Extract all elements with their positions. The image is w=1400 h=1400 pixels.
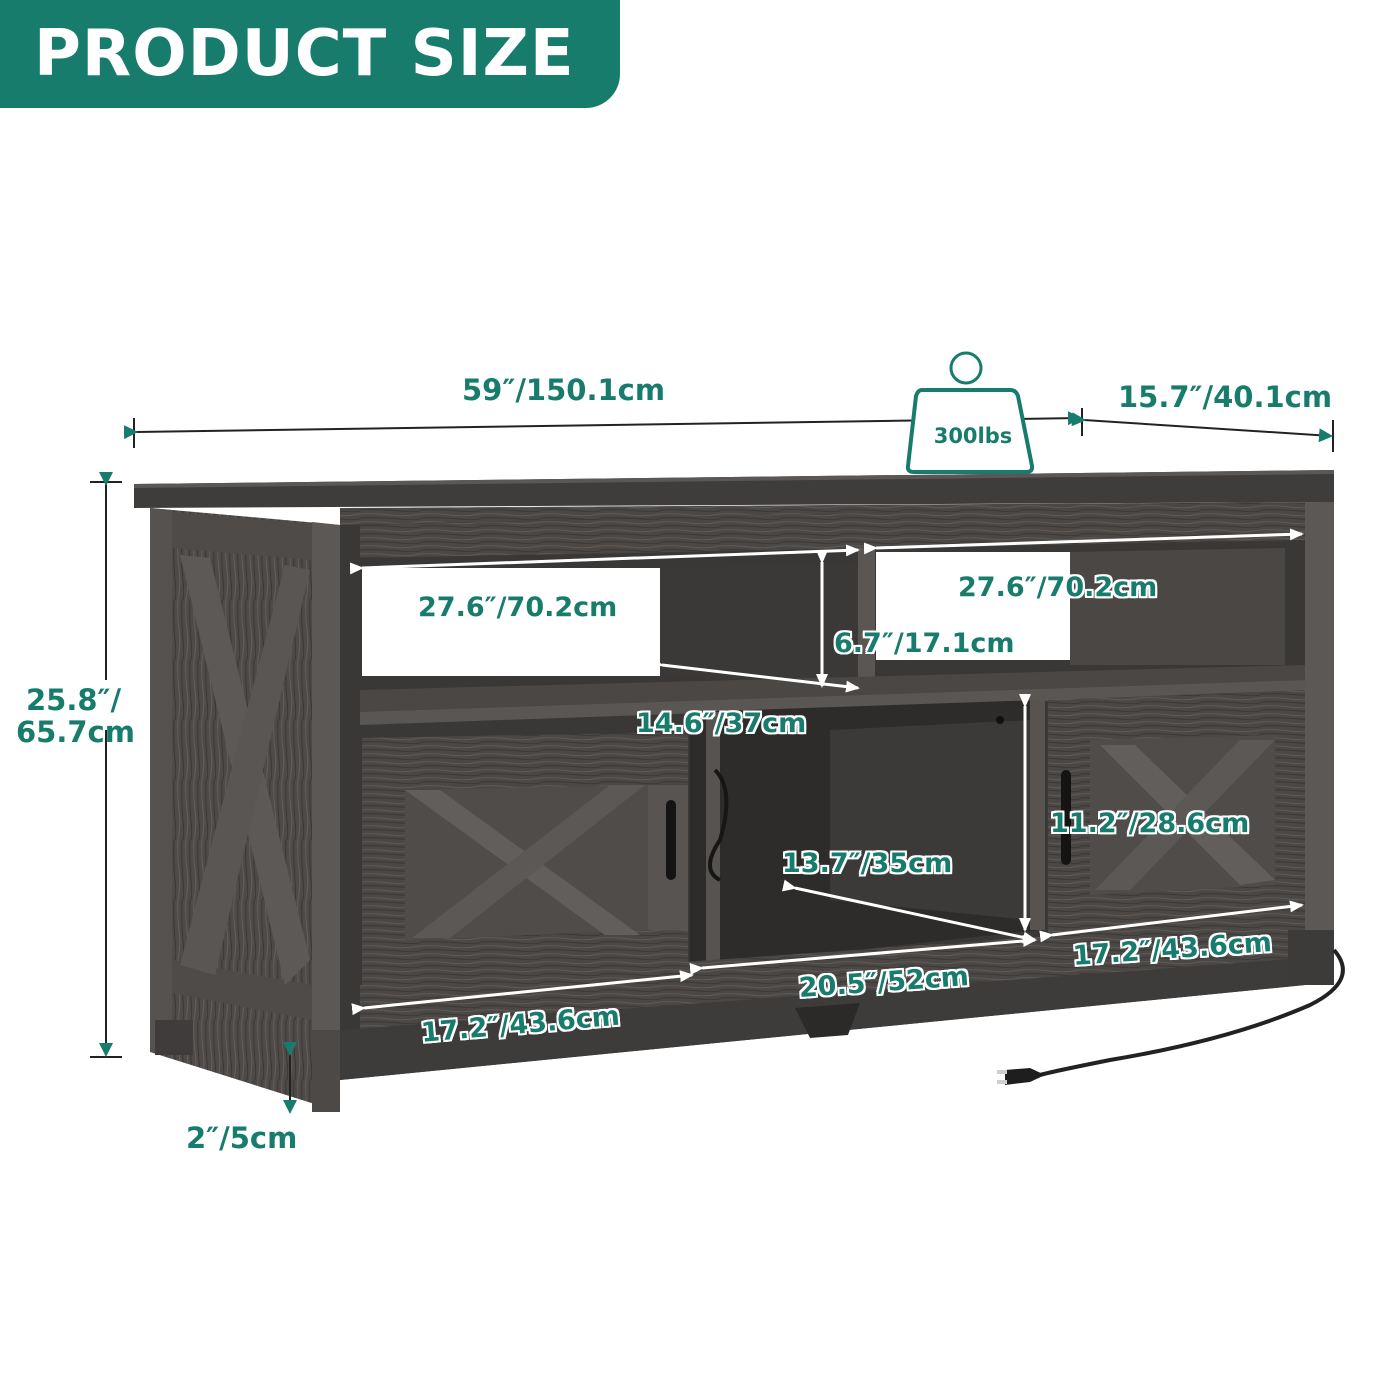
- height-label-line1: 25.8″/: [26, 683, 122, 717]
- top-right-shelf-width-label: 27.6″/70.2cm: [958, 572, 1158, 603]
- weight-icon: [905, 351, 1035, 474]
- shelf-depth-label: 14.6″/37cm: [636, 708, 807, 739]
- middle-cabinet-depth-label: 13.7″/35cm: [782, 848, 953, 879]
- top-left-shelf-width-label: 27.6″/70.2cm: [418, 592, 618, 623]
- leg-clearance-label: 2″/5cm: [186, 1121, 298, 1155]
- right-door-handle[interactable]: [1061, 770, 1071, 865]
- right-cabinet-height-label: 11.2″/28.6cm: [1050, 808, 1250, 839]
- tv-stand: [134, 470, 1334, 1112]
- top-right-shelf-label-bg: [876, 552, 1070, 660]
- max-load-label: 300lbs: [933, 424, 1013, 448]
- left-door-handle[interactable]: [666, 800, 676, 880]
- overall-width-label: 59″/150.1cm: [462, 373, 666, 407]
- title-banner: PRODUCT SIZE: [0, 0, 620, 108]
- power-cord: [1039, 948, 1345, 1077]
- top-left-shelf-label-bg: [362, 568, 660, 676]
- plug-icon: [997, 1068, 1045, 1085]
- depth-label: 15.7″/40.1cm: [1118, 380, 1333, 414]
- height-dimension: [90, 472, 122, 1058]
- height-label-line2: 65.7cm: [16, 715, 135, 749]
- page-title: PRODUCT SIZE: [34, 17, 575, 91]
- top-shelf-height-label: 6.7″/17.1cm: [834, 628, 1015, 659]
- depth-dimension: [1071, 412, 1334, 452]
- internal-dimension-arrows: [349, 528, 1304, 1016]
